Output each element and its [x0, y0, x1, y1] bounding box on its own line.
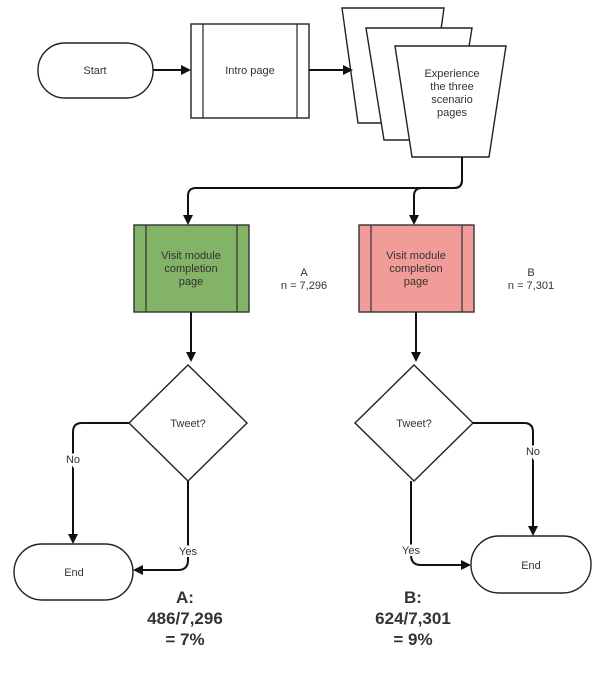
result-a-line-2: 486/7,296	[147, 609, 223, 628]
start-label: Start	[83, 65, 106, 77]
end-b-label: End	[521, 560, 541, 572]
arrow-scenario-to-a	[183, 157, 463, 225]
yes-label-b: Yes	[402, 545, 420, 557]
no-label-b: No	[526, 446, 540, 458]
arrow-a-no	[68, 422, 129, 544]
no-label-a: No	[66, 454, 80, 466]
decision-b: Tweet?	[354, 364, 474, 482]
end-b-node: End	[470, 535, 592, 594]
intro-page-node: Intro page	[190, 23, 310, 119]
scenario-line-3: scenario	[431, 94, 473, 106]
visit-module-b-box	[358, 224, 475, 313]
scenario-line-2: the three	[430, 81, 473, 93]
visit-module-b-line-1: Visit module	[386, 250, 446, 262]
result-b-line-3: = 9%	[393, 630, 432, 649]
yes-label-a: Yes	[179, 546, 197, 558]
scenario-pages-node: Experience the three scenario pages	[341, 7, 507, 158]
end-a-label: End	[64, 567, 84, 579]
visit-module-b-line-3: page	[404, 276, 428, 288]
result-a-line-3: = 7%	[165, 630, 204, 649]
end-a-node: End	[13, 543, 134, 601]
branch-a: Visit module completion page A n = 7,296…	[13, 224, 327, 649]
visit-module-a-node: Visit module completion page	[133, 224, 250, 313]
start-node: Start	[37, 42, 154, 99]
arrow-b-no	[473, 422, 538, 536]
visit-module-a-line-3: page	[179, 276, 203, 288]
arrow-scenario-to-b	[409, 157, 463, 225]
decision-a: Tweet?	[128, 364, 248, 482]
result-b-line-1: B:	[404, 588, 422, 607]
group-b-n: n = 7,301	[508, 280, 554, 292]
visit-module-a-line-1: Visit module	[161, 250, 221, 262]
result-a-line-1: A:	[176, 588, 194, 607]
group-b-label: B	[527, 267, 534, 279]
visit-module-a-line-2: completion	[164, 263, 217, 275]
decision-b-label: Tweet?	[396, 418, 431, 430]
visit-module-b-line-2: completion	[389, 263, 442, 275]
arrow-a-yes	[133, 481, 189, 575]
result-b-line-2: 624/7,301	[375, 609, 451, 628]
arrow-b-yes	[410, 481, 471, 570]
visit-module-b-node: Visit module completion page	[358, 224, 475, 313]
scenario-line-4: pages	[437, 107, 467, 119]
intro-page-label: Intro page	[225, 65, 275, 77]
decision-a-label: Tweet?	[170, 418, 205, 430]
group-a-label: A	[300, 267, 308, 279]
scenario-line-1: Experience	[424, 68, 479, 80]
group-a-n: n = 7,296	[281, 280, 327, 292]
branch-b: Visit module completion page B n = 7,301…	[354, 224, 592, 649]
visit-module-a-box	[133, 224, 250, 313]
